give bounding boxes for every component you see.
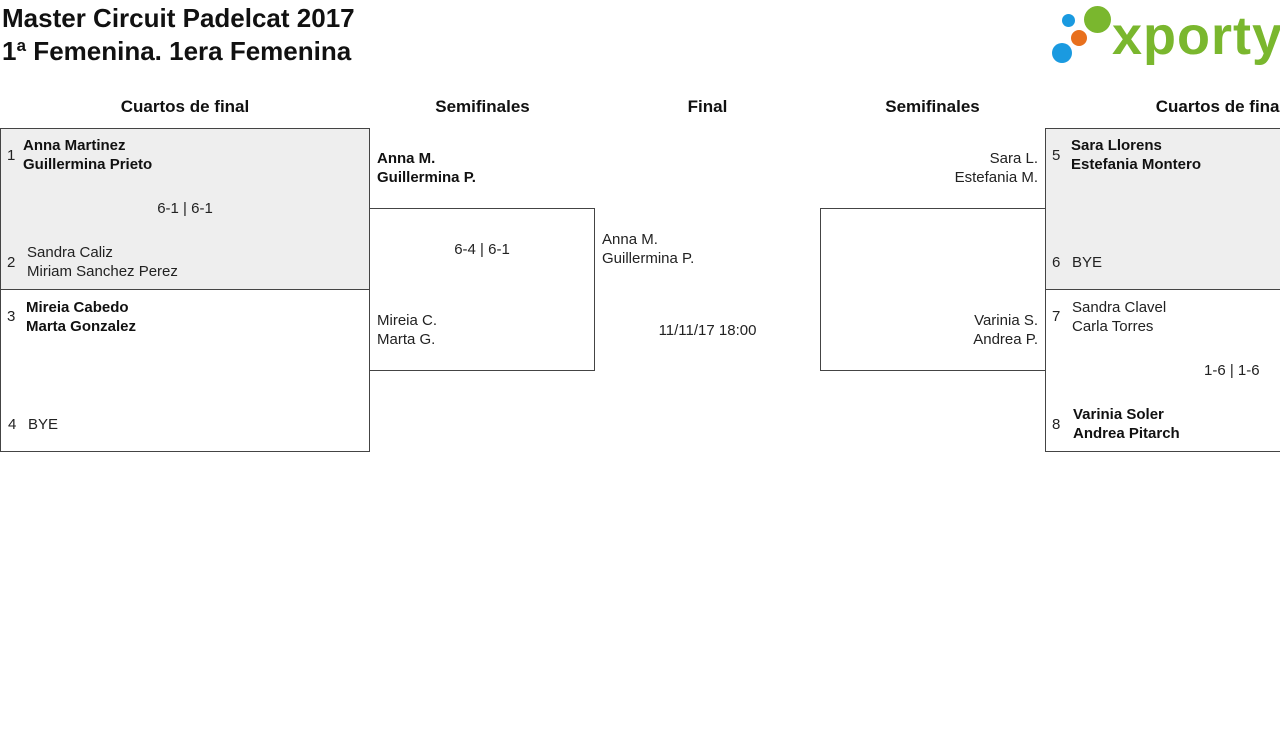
player-name: Marta G. (377, 331, 436, 348)
tournament-title: Master Circuit Padelcat 2017 (2, 3, 355, 33)
player-name: Andrea P. (973, 331, 1038, 348)
category-title: 1ª Femenina. 1era Femenina (2, 36, 352, 66)
seed-number: 5 (1052, 147, 1061, 164)
seed-number: 2 (7, 254, 16, 271)
seed-number: 6 (1052, 254, 1061, 271)
match-left-qf-1[interactable] (0, 128, 370, 290)
player-name: Carla Torres (1072, 318, 1154, 335)
logo-orange-dot (1071, 30, 1087, 46)
match-score: 1-6 | 1-6 (1204, 362, 1260, 379)
player-name: Sara Llorens (1071, 137, 1162, 154)
seed-number: 7 (1052, 308, 1061, 325)
player-name: Miriam Sanchez Perez (27, 263, 178, 280)
match-left-semi[interactable] (369, 208, 595, 371)
logo-blue-dot-large (1052, 43, 1072, 63)
xporty-logo[interactable]: xporty (1050, 4, 1280, 68)
player-name: Guillermina Prieto (23, 156, 153, 173)
finalist-name: Guillermina P. (602, 250, 695, 267)
player-name: Andrea Pitarch (1073, 425, 1180, 442)
player-name: Guillermina P. (377, 169, 476, 186)
player-name: Estefania M. (954, 169, 1038, 186)
player-name: Sandra Clavel (1072, 299, 1167, 316)
player-name: Anna M. (377, 150, 436, 167)
seed-number: 3 (7, 308, 16, 325)
player-name: Marta Gonzalez (26, 318, 137, 335)
header-right-semis: Semifinales (885, 97, 980, 116)
player-name: Varinia S. (974, 312, 1038, 329)
logo-text: xporty (1112, 6, 1280, 66)
player-name: BYE (28, 416, 59, 433)
seed-number: 4 (8, 416, 17, 433)
player-name: Sara L. (989, 150, 1038, 167)
logo-blue-dot-small (1062, 14, 1075, 27)
match-right-qf-2[interactable] (1045, 289, 1280, 452)
player-name: Sandra Caliz (27, 244, 113, 261)
header-final: Final (687, 97, 728, 116)
player-name: Estefania Montero (1071, 156, 1202, 173)
match-right-qf-1[interactable] (1045, 128, 1280, 290)
player-name: Varinia Soler (1073, 406, 1164, 423)
logo-green-dot (1084, 6, 1111, 33)
player-name: Anna Martinez (23, 137, 126, 154)
final-datetime: 11/11/17 18:00 (658, 322, 757, 339)
player-name: Mireia C. (377, 312, 438, 329)
player-name: Mireia Cabedo (26, 299, 129, 316)
header-left-semis: Semifinales (435, 97, 530, 116)
seed-number: 8 (1052, 416, 1061, 433)
player-name: BYE (1072, 254, 1103, 271)
match-score: 6-1 | 6-1 (157, 200, 213, 217)
finalist-name: Anna M. (602, 231, 658, 248)
seed-number: 1 (7, 147, 16, 164)
header-right-quarters: Cuartos de final (1155, 97, 1280, 116)
match-score: 6-4 | 6-1 (454, 241, 510, 258)
header-left-quarters: Cuartos de final (120, 97, 250, 116)
